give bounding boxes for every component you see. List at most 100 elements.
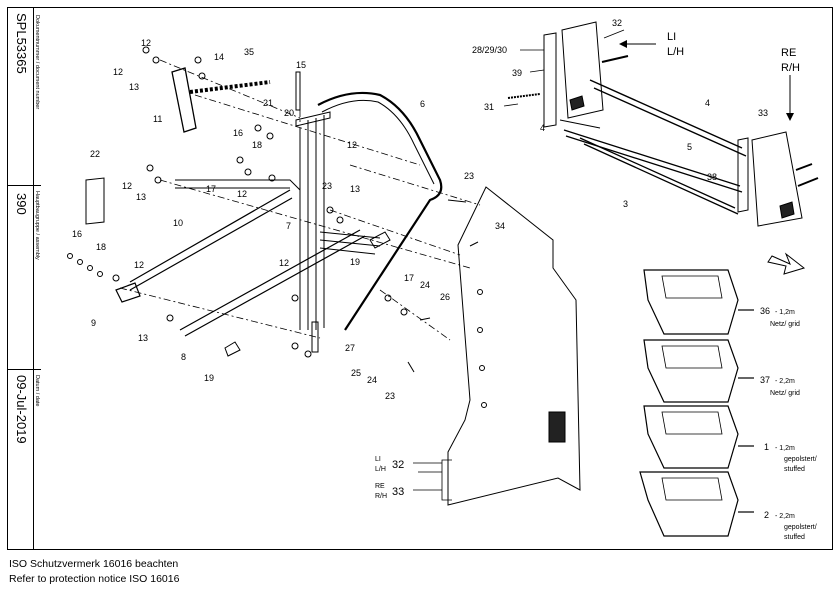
- callout-12: 12: [237, 189, 247, 199]
- rh-label: R/H: [781, 62, 800, 74]
- callout-7: 7: [286, 221, 291, 231]
- callout-15: 15: [296, 60, 306, 70]
- variant-2-number: 2: [764, 510, 769, 520]
- variant-1-type: gepolstert/: [784, 456, 817, 463]
- callout-8: 8: [181, 352, 186, 362]
- protection-notice-en: Refer to protection notice ISO 16016: [9, 573, 180, 585]
- callout-16: 16: [72, 229, 82, 239]
- rod-group: [319, 231, 381, 255]
- callout-11: 11: [153, 114, 162, 124]
- callout-17: 17: [404, 273, 414, 283]
- callout-16: 16: [233, 128, 243, 138]
- bow-frame-inner: [321, 99, 435, 185]
- callout-33: 33: [392, 486, 404, 498]
- callout-12: 12: [141, 38, 151, 48]
- callout-22: 22: [90, 149, 100, 159]
- callout-24: 24: [420, 280, 430, 290]
- callout-4: 4: [705, 98, 710, 108]
- callout-32: 32: [612, 18, 622, 28]
- hook-part: [369, 231, 391, 249]
- frame-assembly-rh: [507, 21, 819, 227]
- callout-3: 3: [623, 199, 628, 209]
- callout-20: 20: [284, 108, 294, 118]
- callout-12: 12: [122, 181, 132, 191]
- title-block-separator: [7, 185, 41, 186]
- panel-rh-label: R/H: [375, 493, 387, 500]
- vertical-bar-cap: [295, 111, 331, 127]
- callout-19: 19: [350, 257, 360, 267]
- panel-re-label: RE: [375, 483, 385, 490]
- callout-35: 35: [244, 47, 254, 57]
- variant-1-type-en: stuffed: [784, 466, 805, 473]
- drawing-frame: [7, 7, 833, 550]
- variant-1-number: 1: [764, 442, 769, 452]
- lh-label-li: LI: [667, 31, 676, 43]
- variant-36-number: 36: [760, 306, 770, 316]
- variant-37-number: 37: [760, 375, 770, 385]
- callout-12: 12: [347, 140, 357, 150]
- callout-10: 10: [173, 218, 183, 228]
- callout-31: 31: [484, 102, 494, 112]
- variant-1-size: - 1,2m: [775, 445, 795, 452]
- callout-18: 18: [96, 242, 106, 252]
- title-block-separator: [7, 369, 41, 370]
- callout-12: 12: [113, 67, 123, 77]
- callout-13: 13: [136, 192, 146, 202]
- callout-32: 32: [392, 459, 404, 471]
- variant-36-size: - 1,2m: [775, 309, 795, 316]
- callout-12: 12: [134, 260, 144, 270]
- rod-8-part: [179, 229, 366, 337]
- callout-25: 25: [351, 368, 361, 378]
- callout-26: 26: [440, 292, 450, 302]
- callout-14: 14: [214, 52, 224, 62]
- callout-23: 23: [464, 171, 474, 181]
- long-rod-part: [129, 189, 293, 291]
- protection-notice-de: ISO Schutzvermerk 16016 beachten: [9, 558, 179, 570]
- callout-6: 6: [420, 99, 425, 109]
- side-panel-part: [447, 186, 581, 506]
- chain-part: [189, 80, 271, 94]
- panel-grid-icon: [548, 411, 566, 443]
- fastener-group: [67, 46, 487, 408]
- callout-12: 12: [279, 258, 289, 268]
- callout-38: 38: [707, 172, 717, 182]
- bow-frame-part: [317, 91, 443, 331]
- callout-19: 19: [204, 373, 214, 383]
- callout-17: 17: [206, 184, 216, 194]
- arm-part: [171, 67, 197, 133]
- callout-5: 5: [687, 142, 692, 152]
- panel-lh-label: L/H: [375, 466, 386, 473]
- variant-36-type: Netz/ grid: [770, 321, 800, 328]
- vertical-bar-part: [299, 115, 325, 330]
- leader-lines: [413, 29, 625, 501]
- callout-21: 21: [263, 98, 273, 108]
- view-direction-arrow-icon: [767, 252, 806, 275]
- callout-39: 39: [512, 68, 522, 78]
- callout-18: 18: [252, 140, 262, 150]
- variant-2-size: - 2,2m: [775, 513, 795, 520]
- callout-13: 13: [138, 333, 148, 343]
- callout-28-29-30: 28/29/30: [472, 45, 507, 55]
- assembly-lines: [119, 59, 481, 341]
- callout-27: 27: [345, 343, 355, 353]
- hook-part: [224, 341, 241, 357]
- variant-2-type: gepolstert/: [784, 524, 817, 531]
- variant-37-type: Netz/ grid: [770, 390, 800, 397]
- panel-li-label: LI: [375, 456, 381, 463]
- link-10-part: [175, 179, 301, 191]
- title-block: SPL53365 Dokumentnummer / document numbe…: [7, 7, 41, 550]
- callout-13: 13: [129, 82, 139, 92]
- plate-part: [85, 177, 105, 225]
- callout-4: 4: [540, 123, 545, 133]
- rh-label-re: RE: [781, 47, 796, 59]
- variant-37-size: - 2,2m: [775, 378, 795, 385]
- callout-23: 23: [322, 181, 332, 191]
- callout-9: 9: [91, 318, 96, 328]
- hopper-variants: [639, 269, 754, 537]
- callout-24: 24: [367, 375, 377, 385]
- title-block-divider: [7, 7, 34, 550]
- callout-13: 13: [350, 184, 360, 194]
- callout-33: 33: [758, 108, 768, 118]
- bracket-part: [115, 282, 141, 303]
